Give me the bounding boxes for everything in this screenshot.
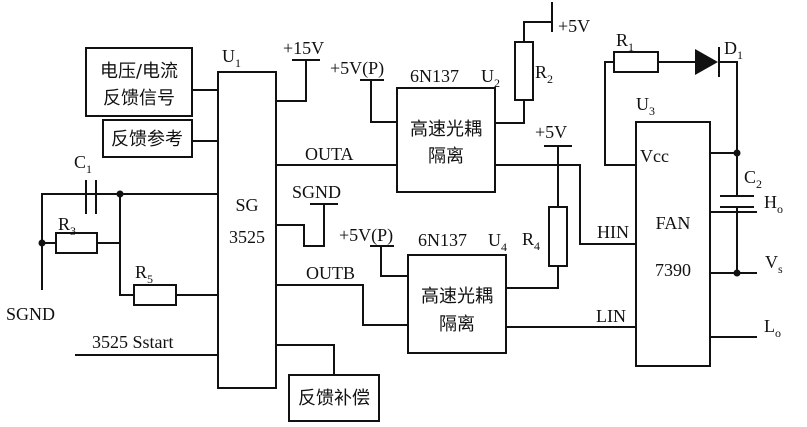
optocoupler-a-box — [396, 87, 496, 193]
fan7390-label-1: FAN — [656, 213, 691, 233]
optocoupler-a-label-2: 隔离 — [428, 146, 464, 167]
ho-label: Ho — [764, 192, 783, 216]
u4-supply-label: +5V(P) — [339, 225, 393, 246]
optocoupler-b-box — [407, 254, 507, 354]
vs-label: Vs — [765, 252, 783, 276]
optocoupler-b-label-2: 隔离 — [439, 314, 475, 335]
outa-label: OUTA — [305, 144, 354, 164]
u2-part-label: 6N137 — [410, 66, 459, 86]
u2-ref-label: U2 — [481, 66, 500, 90]
resistor-r3 — [55, 232, 98, 254]
vcc-label: Vcc — [640, 146, 669, 166]
feedback-compensation-box — [288, 374, 380, 422]
diode-d1 — [695, 47, 720, 77]
r3-label: R3 — [58, 214, 76, 238]
resistor-r2 — [514, 41, 534, 101]
feedback-reference-label: 反馈参考 — [111, 129, 183, 150]
sg3525-box — [217, 71, 277, 389]
outb-wire — [276, 284, 408, 326]
r2-supply-label: +5V — [558, 16, 590, 36]
hin-label: HIN — [597, 222, 629, 242]
r4-wire — [506, 145, 572, 289]
sgnd-top-wire — [276, 203, 338, 247]
sgnd-left-label: SGND — [6, 304, 55, 324]
lo-label: Lo — [764, 316, 781, 340]
d1-label: D1 — [724, 38, 743, 62]
r4-label: R4 — [522, 229, 540, 253]
feedback-signal-label-2: 反馈信号 — [103, 88, 175, 109]
lin-label: LIN — [596, 306, 626, 326]
r1-label: R1 — [616, 30, 634, 54]
u1-supply-label: +15V — [283, 38, 324, 58]
capacitor-c1 — [85, 180, 97, 214]
vcc-node-wire — [710, 149, 741, 157]
resistor-r1 — [613, 51, 659, 73]
feedback-reference-box — [102, 119, 193, 158]
fan7390-label-2: 7390 — [655, 260, 691, 280]
outb-label: OUTB — [306, 263, 355, 283]
u4-supply-wire — [370, 245, 408, 277]
c2-label: C2 — [744, 167, 762, 191]
feedback-signal-box — [85, 47, 193, 117]
c1-label: C1 — [74, 152, 92, 176]
r2-label: R2 — [535, 62, 553, 86]
optocoupler-b-label-1: 高速光耦 — [421, 286, 493, 307]
u2-supply-wire — [360, 79, 397, 123]
feedback-signal-label-1: 电压/电流 — [100, 61, 178, 82]
u2-output-wire — [495, 100, 525, 124]
u4-part-label: 6N137 — [418, 230, 467, 250]
u2-supply-label: +5V(P) — [330, 58, 384, 79]
r2-supply-wire — [523, 2, 553, 42]
u3-ref-label: U3 — [636, 94, 655, 118]
sgnd-top-label: SGND — [292, 182, 341, 202]
resistor-r5 — [133, 284, 177, 306]
sg3525-label-2: 3525 — [229, 227, 265, 247]
feedback-compensation-wire — [276, 344, 335, 375]
sg3525-label-1: SG — [235, 195, 258, 215]
resistor-r4 — [548, 206, 568, 267]
u1-ref-label: U1 — [222, 46, 241, 70]
sstart-label: 3525 Sstart — [92, 332, 174, 352]
hin-wire — [495, 164, 636, 245]
vcc-r1-wire — [604, 61, 695, 166]
vs-wire — [710, 207, 757, 277]
feedback-compensation-label: 反馈补偿 — [298, 388, 370, 409]
u4-ref-label: U4 — [488, 230, 507, 254]
r5-label: R5 — [135, 262, 153, 286]
d1-output-wire — [719, 61, 738, 196]
capacitor-c2 — [720, 195, 754, 208]
optocoupler-a-label-1: 高速光耦 — [410, 119, 482, 140]
u1-supply-wire — [276, 59, 320, 102]
r5-wire — [119, 243, 218, 296]
r4-supply-label: +5V — [535, 122, 567, 142]
